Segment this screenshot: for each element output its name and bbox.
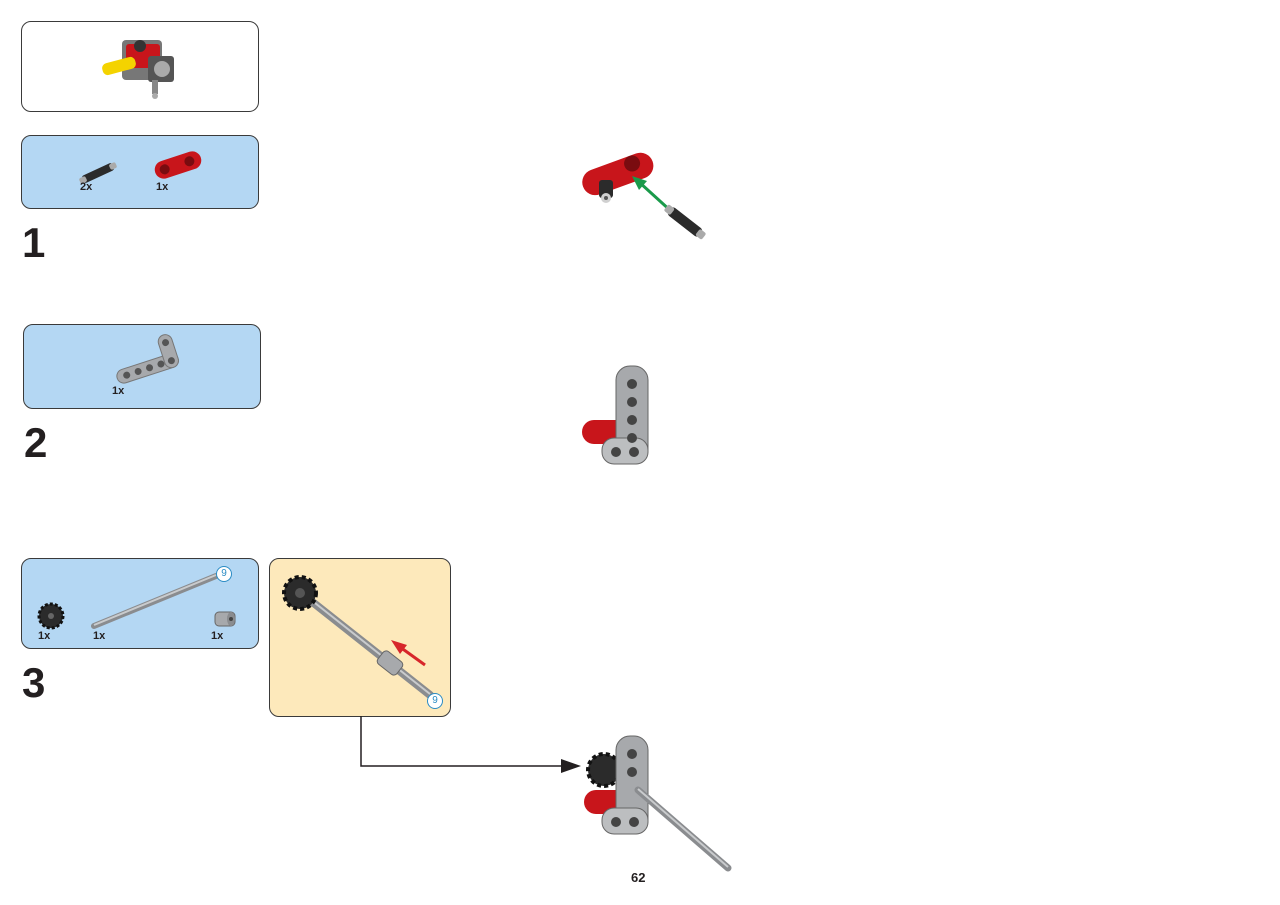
step-3-axle-length-badge: 9 <box>216 566 232 582</box>
black-pin-icon <box>79 162 117 184</box>
red-connector-icon <box>154 151 202 179</box>
step-1-part-2-qty: 1x <box>156 181 169 193</box>
subassembly-axle-length-badge: 9 <box>427 693 443 709</box>
step-1-part-1-qty: 2x <box>80 181 93 193</box>
step-3-part-1-qty: 1x <box>38 630 51 642</box>
step-3-number: 3 <box>22 659 46 706</box>
subassembly-axle-gear-image <box>282 575 434 699</box>
step-3-parts-box: 1x 1x 9 1x <box>21 558 259 649</box>
page-number: 62 <box>631 870 646 885</box>
gray-axle-icon <box>91 573 219 629</box>
model-preview-image <box>102 40 174 99</box>
step-3-assembly-image <box>584 735 732 872</box>
step-2-part-1-qty: 1x <box>112 385 125 397</box>
step-2-parts-box: 1x <box>23 324 261 409</box>
black-gear-icon <box>37 602 65 630</box>
step-2-assembly-image <box>582 365 649 465</box>
model-preview-box <box>21 21 259 112</box>
step-3-part-3-qty: 1x <box>211 630 224 642</box>
step-2-number: 2 <box>24 419 48 466</box>
subassembly-connector-arrow <box>360 716 581 773</box>
gray-l-beam-icon <box>116 334 179 384</box>
step-1-assembly-image <box>582 152 706 240</box>
gray-bush-icon <box>214 611 236 627</box>
step-1-parts-box: 2x 1x <box>21 135 259 209</box>
step-1-number: 1 <box>22 219 46 266</box>
step-3-part-2-qty: 1x <box>93 630 106 642</box>
step-3-subassembly-box: 9 <box>269 558 451 717</box>
